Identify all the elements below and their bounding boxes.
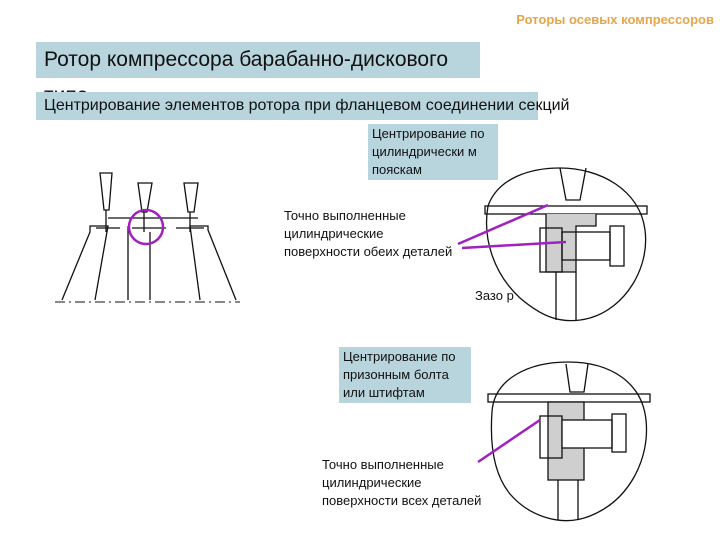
callout-bolt-centering: Центрирование по призонным болта или шти…: [339, 347, 471, 403]
flange-detail-bottom: [487, 361, 651, 522]
flange-detail-top: [484, 167, 648, 322]
note-surfaces-all: Точно выполненные цилиндрические поверхн…: [322, 457, 482, 508]
highlight-circle: [127, 208, 165, 246]
section-header: Роторы осевых компрессоров: [516, 12, 714, 27]
note-surfaces-both: Точно выполненные цилиндрические поверхн…: [284, 207, 454, 261]
note-gap: Зазо р: [475, 288, 514, 303]
callout-belt-centering: Центрирование по цилиндрически м пояскам: [368, 124, 498, 180]
slide-title: Ротор компрессора барабанно-дискового ти…: [36, 42, 480, 107]
rotor-schematic: [55, 172, 240, 303]
slide-subtitle: Центрирование элементов ротора при фланц…: [36, 92, 569, 120]
leader-lines: [457, 203, 567, 464]
